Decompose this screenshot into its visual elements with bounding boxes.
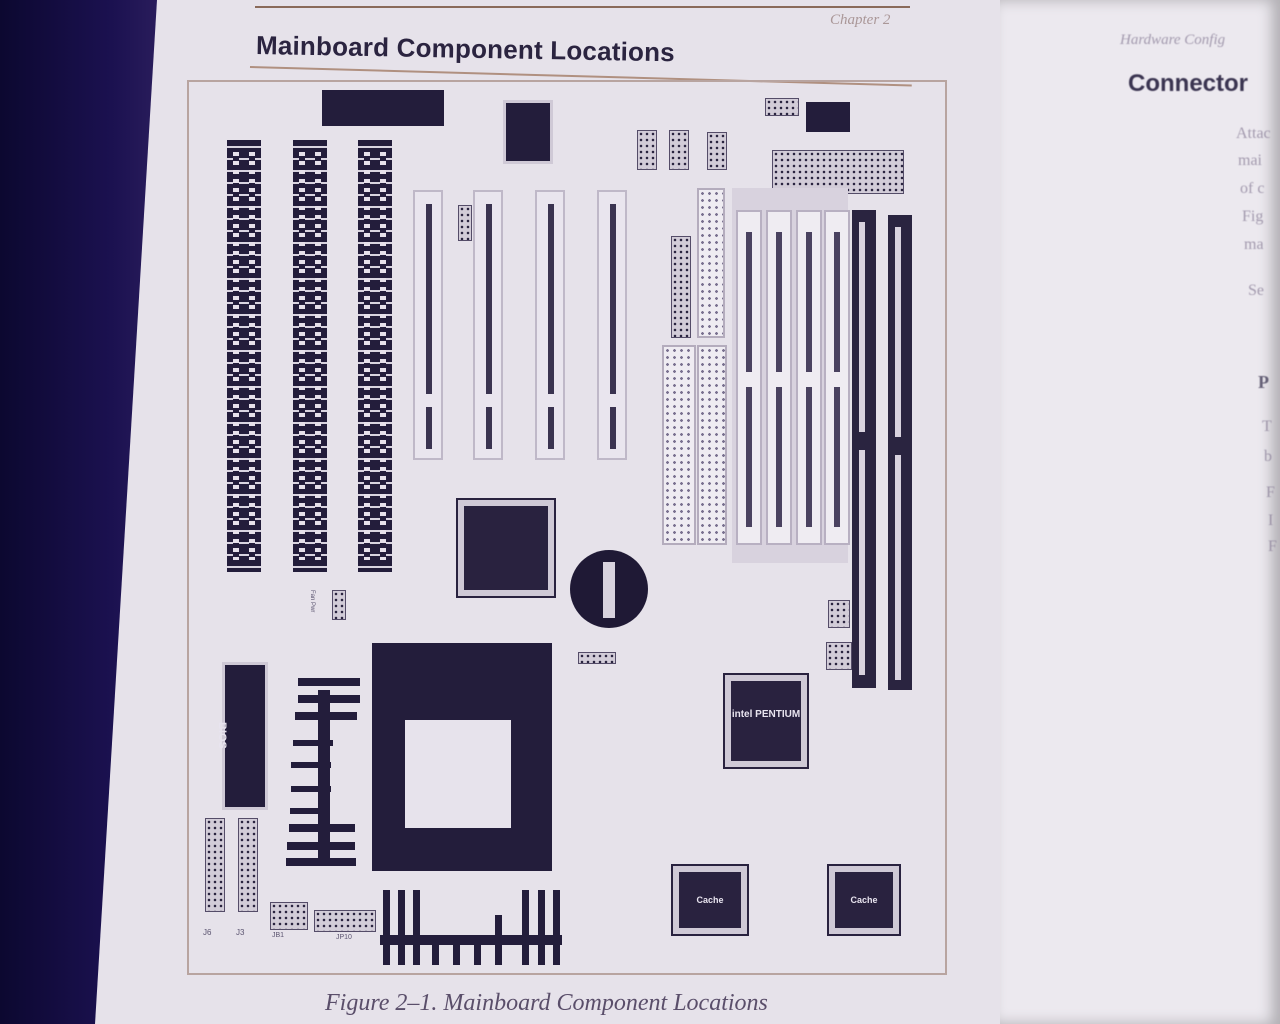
mainboard-diagram [187,80,947,975]
bios-label: BIOS [216,722,228,749]
jumper-block-1 [205,818,225,912]
fan-label: Fan Pwr [309,590,315,613]
com-header [671,236,691,338]
vrm-leg-7 [495,915,502,965]
vrm-bar-4 [293,740,333,746]
vrm-bar-7 [290,808,330,814]
j3-label: J3 [236,928,245,937]
vrm-leg-4 [432,935,439,965]
cache-chip-1: Cache [673,866,747,934]
chapter-label: Chapter 2 [830,12,891,28]
right-page-header: Hardware Config [1120,32,1226,48]
right-text-4: Fig [1242,208,1264,225]
right-text-3: of c [1240,180,1265,197]
isa-slot-1 [227,140,261,572]
jumper-1 [637,130,657,170]
right-text-7: P [1258,372,1269,392]
power-connector [806,102,850,132]
vrm-bar-5 [291,762,331,768]
jumper-block-2 [238,818,258,912]
intel-chip: intel PENTIUM [725,675,807,767]
at-power-connector [772,150,904,194]
pci-slot-1 [413,190,443,460]
vrm-bar-1 [298,678,360,686]
bios-chip [222,662,268,810]
cache-chip-2: Cache [829,866,899,934]
right-text-9: b [1264,448,1272,465]
vrm-bar-3 [295,712,357,720]
vrm-leg-8 [522,890,529,965]
jumper-block-3 [270,902,308,930]
jumper-4 [828,600,850,628]
vrm-bar-10 [286,858,356,866]
pci-slot-4 [597,190,627,460]
right-text-12: F [1268,538,1277,555]
battery-clip [603,562,615,618]
jumper-2 [669,130,689,170]
right-text-8: T [1262,418,1272,435]
right-text-2: mai [1238,152,1262,169]
right-text-5: ma [1244,236,1264,253]
jp10-label: JP10 [336,934,352,941]
isa-slot-2 [293,140,327,572]
vrm-spine [318,690,330,865]
ide-secondary [697,345,727,545]
vrm-bar-9 [287,842,355,850]
right-page [1000,0,1280,1024]
right-text-6: Se [1248,282,1264,299]
simm-socket-2 [766,210,792,545]
pci-jumper [458,205,472,241]
right-page-heading: Connector [1128,70,1248,97]
figure-caption: Figure 2–1. Mainboard Component Location… [325,990,768,1016]
vrm-bar-2 [298,695,360,703]
jb1-label: JB1 [272,932,285,939]
vrm-leg-2 [398,890,405,965]
fan-header [332,590,346,620]
cpu-socket-center [405,720,511,828]
right-text-1: Attac [1236,125,1271,142]
jumper-5 [826,642,852,670]
jumper-3 [707,132,727,170]
ide-primary [662,345,696,545]
jumper-block-4 [314,910,376,932]
power-header [765,98,799,116]
simm-socket-3 [796,210,822,545]
dimm-socket-1 [852,210,876,688]
battery-jumper [578,652,616,664]
top-chip [503,100,553,164]
vrm-leg-10 [553,890,560,965]
vrm-leg-5 [453,935,460,965]
vrm-leg-6 [474,935,481,965]
vrm-leg-1 [383,890,390,965]
vrm-leg-3 [413,890,420,965]
pci-slot-3 [535,190,565,460]
simm-socket-4 [824,210,850,545]
vrm-leg-9 [538,890,545,965]
vrm-bottom-spine [380,935,562,945]
dimm-socket-2 [888,215,912,690]
floppy-connector [697,188,725,338]
pci-slot-2 [473,190,503,460]
right-text-10: F [1266,484,1275,501]
chipset-north [458,500,554,596]
j6-label: J6 [203,928,212,937]
vrm-bar-8 [289,824,355,832]
header-rule [255,6,910,8]
simm-socket-1 [736,210,762,545]
right-text-11: I [1268,512,1274,529]
vrm-bar-6 [291,786,331,792]
isa-slot-3 [358,140,392,572]
keyboard-connector [322,90,444,126]
